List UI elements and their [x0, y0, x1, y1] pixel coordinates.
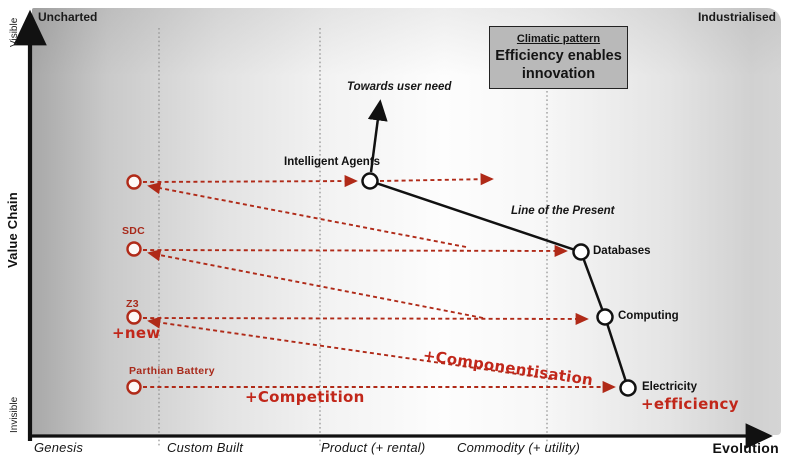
electricity-node: [619, 379, 637, 397]
new-agents-genesis-point: [126, 174, 142, 190]
z3-label: Z3: [126, 298, 139, 310]
electricity-label: Electricity: [642, 381, 697, 393]
line-of-present-path: [367, 99, 630, 389]
stage-boundary-lines: [158, 28, 548, 448]
databases-label: Databases: [593, 245, 651, 257]
line-of-present-label: Line of the Present: [511, 205, 615, 217]
stage-product: Product (+ rental): [321, 440, 426, 455]
industrialised-label: Industrialised: [697, 10, 776, 24]
computing-label: Computing: [618, 310, 679, 322]
climatic-pattern-body-line2: innovation: [521, 65, 596, 82]
parthian-battery-label: Parthian Battery: [129, 365, 215, 377]
intelligent-agents-node: [361, 172, 379, 190]
intelligent-agents-label: Intelligent Agents: [284, 156, 381, 168]
sdc-point: [126, 241, 142, 257]
value-chain-axis-title: Value Chain: [5, 192, 20, 268]
z3-point: [126, 309, 142, 325]
computing-node: [596, 308, 614, 326]
plus-competition-annotation: +Competition: [245, 388, 365, 406]
sdc-label: SDC: [122, 225, 146, 237]
stage-custom-built: Custom Built: [167, 440, 244, 455]
plus-new-annotation: +new: [112, 324, 161, 342]
climatic-pattern-box: Climatic pattern Efficiency enables inno…: [489, 26, 628, 89]
towards-user-need-label: Towards user need: [347, 81, 452, 93]
uncharted-label: Uncharted: [38, 10, 98, 24]
evolution-arrows: [142, 173, 616, 394]
evolution-axis-title: Evolution: [712, 440, 779, 456]
climatic-pattern-header: Climatic pattern: [516, 33, 601, 45]
databases-node: [572, 243, 590, 261]
climatic-pattern-body-line1: Efficiency enables: [495, 48, 622, 64]
genesis-circles: [126, 174, 142, 395]
invisible-label: Invisible: [9, 396, 20, 433]
stage-commodity: Commodity (+ utility): [457, 440, 581, 455]
plus-efficiency-annotation: +efficiency: [641, 395, 739, 413]
enablement-arrows: [147, 182, 553, 380]
map-canvas-gradient: [32, 8, 781, 435]
component-nodes: [361, 172, 637, 397]
visible-label: Visible: [9, 17, 20, 47]
parthian-battery-point: [126, 379, 142, 395]
stage-genesis: Genesis: [34, 440, 84, 455]
